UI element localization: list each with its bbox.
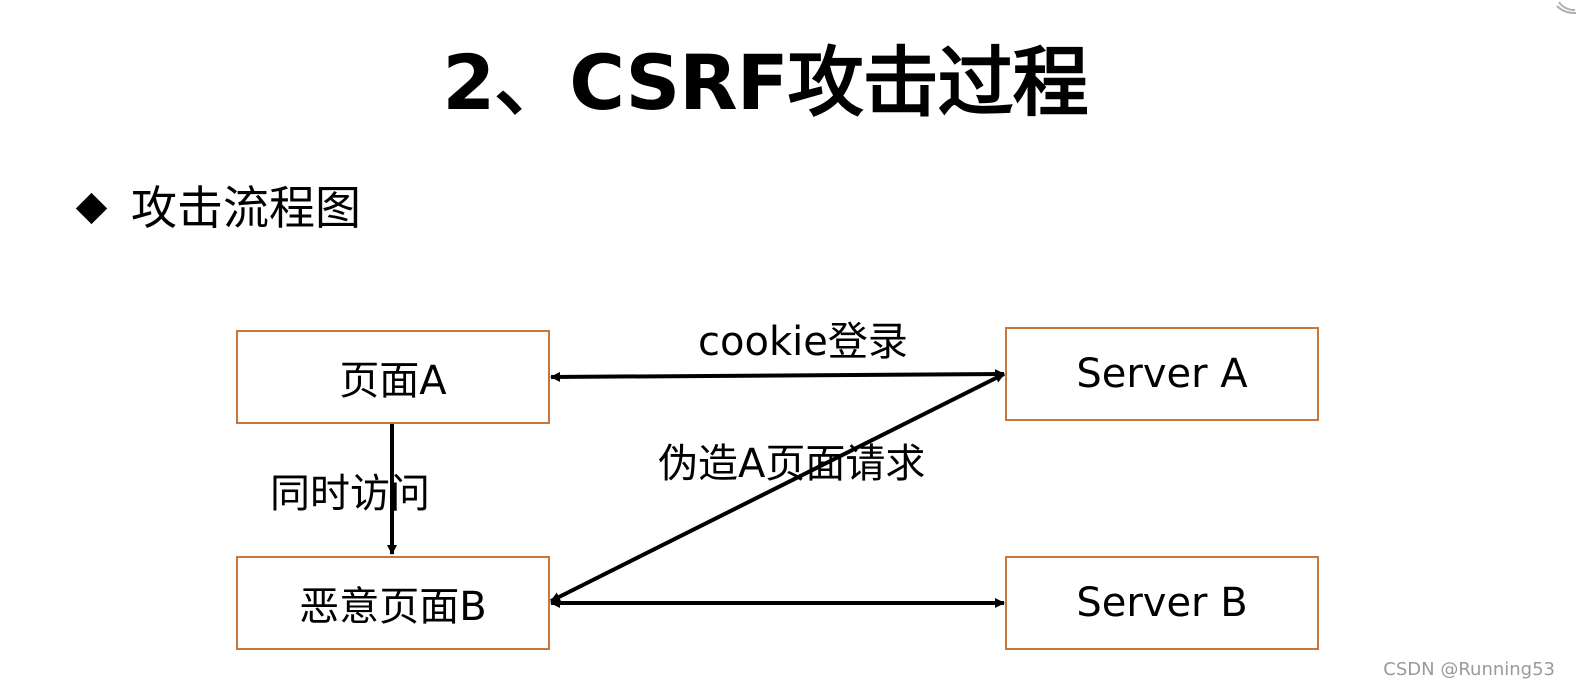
bullet-heading: 攻击流程图 bbox=[75, 178, 361, 238]
edge-label-forge-request: 伪造A页面请求 bbox=[658, 441, 926, 487]
node-malicious-page-b: 恶意页面B bbox=[236, 556, 550, 650]
watermark: CSDN @Running53 bbox=[1383, 659, 1555, 680]
node-server-a: Server A bbox=[1005, 327, 1319, 421]
bullet-heading-text: 攻击流程图 bbox=[131, 181, 361, 235]
arrow-page-b-server-a bbox=[550, 372, 1005, 603]
arrow-page-a-server-a bbox=[550, 369, 1005, 382]
edge-label-cookie-login: cookie登录 bbox=[698, 319, 908, 365]
node-server-b: Server B bbox=[1005, 556, 1319, 650]
edge-label-simultaneous-visit: 同时访问 bbox=[270, 471, 430, 517]
node-page-a: 页面A bbox=[236, 330, 550, 424]
corner-decoration-icon bbox=[1556, 1, 1577, 14]
slide-title: 2、CSRF攻击过程 bbox=[442, 38, 1088, 127]
